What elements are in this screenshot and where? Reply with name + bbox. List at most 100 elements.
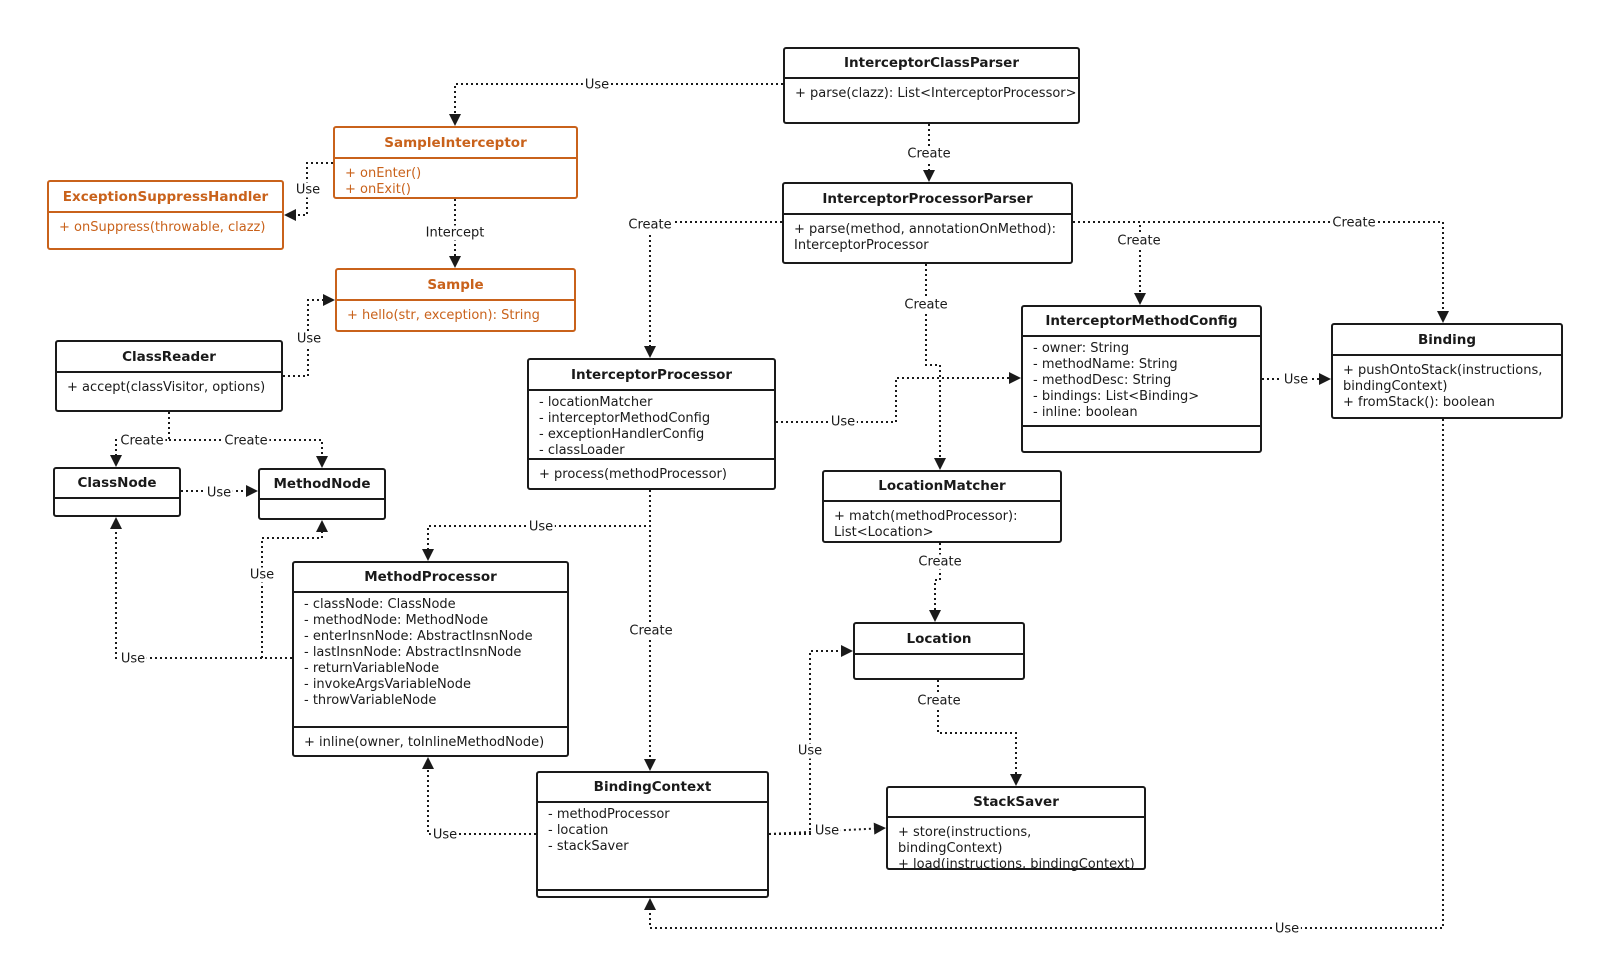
method: + fromStack(): boolean <box>1343 395 1495 410</box>
arrowhead-icon <box>1009 372 1021 384</box>
arrowhead-icon <box>873 822 886 835</box>
arrowhead-icon <box>923 170 935 182</box>
arrowhead-icon <box>449 114 461 126</box>
connector-line <box>454 83 783 116</box>
arrowhead-icon <box>1319 373 1331 385</box>
method: bindingContext) <box>1343 379 1448 394</box>
field: - classNode: ClassNode <box>304 597 456 612</box>
method: + parse(clazz): List<InterceptorProcesso… <box>795 86 1077 101</box>
field: - inline: boolean <box>1033 405 1138 420</box>
arrowhead-icon <box>644 898 656 910</box>
bindingcontext-methodprocessor-connector <box>422 757 536 835</box>
relation-label: Create <box>1330 215 1378 231</box>
procparser-binding-connector <box>1073 221 1449 323</box>
class-methods: + match(methodProcessor):List<Location> <box>824 502 1060 541</box>
class-methods: + store(instructions,bindingContext)+ lo… <box>888 818 1144 873</box>
relation-label: Use <box>526 519 556 535</box>
sample-class: Sample+ hello(str, exception): String <box>335 268 576 332</box>
field: - throwVariableNode <box>304 693 437 708</box>
relation-label: Use <box>828 414 858 430</box>
class-methods: + inline(owner, toInlineMethodNode) <box>294 728 567 751</box>
method: + match(methodProcessor): <box>834 509 1018 524</box>
relation-label: Create <box>626 217 674 233</box>
field: - interceptorMethodConfig <box>539 411 711 426</box>
relation-label: Use <box>795 743 825 759</box>
class-methods: + hello(str, exception): String <box>337 301 574 324</box>
classnode-methodnode-connector <box>181 485 258 497</box>
method: + onExit() <box>345 182 411 197</box>
class-name: BindingContext <box>538 773 767 803</box>
class-name: LocationMatcher <box>824 472 1060 502</box>
connector-line <box>925 264 941 460</box>
relation-label: Use <box>294 331 324 347</box>
arrowhead-icon <box>422 757 434 769</box>
parser-sample-connector <box>449 83 783 126</box>
connector-line <box>169 439 323 458</box>
sample-interceptor-class: SampleInterceptor + onEnter()+ onExit() <box>333 126 578 199</box>
field: - methodName: String <box>1033 357 1178 372</box>
class-methods: + process(methodProcessor) <box>529 460 774 483</box>
method: + accept(classVisitor, options) <box>67 380 266 395</box>
class-methods: + parse(clazz): List<InterceptorProcesso… <box>785 79 1078 102</box>
matcher-location-connector <box>929 543 941 622</box>
arrowhead-icon <box>1010 774 1022 786</box>
class-methods: + onSuppress(throwable, clazz) <box>49 213 282 236</box>
relation-label: Use <box>293 182 323 198</box>
arrowhead-icon <box>422 549 434 561</box>
exception-suppress-handler-class: ExceptionSuppressHandler+ onSuppress(thr… <box>47 180 284 250</box>
arrowhead-icon <box>644 346 656 358</box>
class-fields: - owner: String- methodName: String- met… <box>1023 337 1260 427</box>
procparser-matcher-connector <box>925 264 946 470</box>
arrowhead-icon <box>316 520 328 532</box>
field: - locationMatcher <box>539 395 653 410</box>
class-name: SampleInterceptor <box>335 128 576 159</box>
connector-line <box>769 650 843 835</box>
class-name: InterceptorMethodConfig <box>1023 307 1260 337</box>
relation-label: Use <box>204 485 234 501</box>
relation-label: Create <box>222 433 270 449</box>
bindingcontext-stacksaver-connector <box>768 822 886 835</box>
classreader-classnode-connector <box>110 412 170 467</box>
arrowhead-icon <box>246 485 258 497</box>
interceptor-class-parser-class: InterceptorClassParser+ parse(clazz): Li… <box>783 47 1080 124</box>
class-name: ClassReader <box>57 342 281 373</box>
field: - returnVariableNode <box>304 661 440 676</box>
class-name: Binding <box>1333 325 1561 356</box>
relation-label: Use <box>430 827 460 843</box>
class-methods: + parse(method, annotationOnMethod):Inte… <box>784 215 1071 254</box>
arrowhead-icon <box>644 759 656 771</box>
method: + process(methodProcessor) <box>539 467 727 482</box>
class-reader-class: ClassReader + accept(classVisitor, option… <box>55 340 283 412</box>
method-processor-class: MethodProcessor- classNode: ClassNode- m… <box>292 561 569 757</box>
class-name: InterceptorProcessor <box>529 360 774 391</box>
method-node-class: MethodNode <box>258 468 386 520</box>
class-fields: - locationMatcher- interceptorMethodConf… <box>529 391 774 460</box>
arrowhead-icon <box>929 610 941 622</box>
interceptor-method-config-class: InterceptorMethodConfig- owner: String- … <box>1021 305 1262 453</box>
connector-line <box>649 419 1444 929</box>
arrowhead-icon <box>110 517 122 529</box>
location-matcher-class: LocationMatcher+ match(methodProcessor):… <box>822 470 1062 543</box>
location-class: Location <box>853 622 1025 680</box>
arrowhead-icon <box>316 456 328 468</box>
field: - owner: String <box>1033 341 1130 356</box>
method: + onEnter() <box>345 166 422 181</box>
relation-label: Use <box>118 651 148 667</box>
field: - lastInsnNode: AbstractInsnNode <box>304 645 522 660</box>
arrowhead-icon <box>110 455 122 467</box>
field: - exceptionHandlerConfig <box>539 427 705 442</box>
connector-line <box>427 767 536 835</box>
class-name: Sample <box>337 270 574 301</box>
stack-saver-class: StackSaver+ store(instructions,bindingCo… <box>886 786 1146 873</box>
relation-label: Create <box>902 297 950 313</box>
connector-line <box>934 543 941 612</box>
sample-intercept-connector <box>449 199 461 268</box>
methodconfig-binding-connector <box>1262 373 1331 385</box>
arrowhead-icon <box>841 645 853 657</box>
binding-class: Binding+ pushOntoStack(instructions,bind… <box>1331 323 1563 419</box>
classreader-sample-connector <box>283 294 335 377</box>
connector-line <box>1073 221 1444 313</box>
relation-label: Create <box>1115 233 1163 249</box>
relation-label: Create <box>916 554 964 570</box>
